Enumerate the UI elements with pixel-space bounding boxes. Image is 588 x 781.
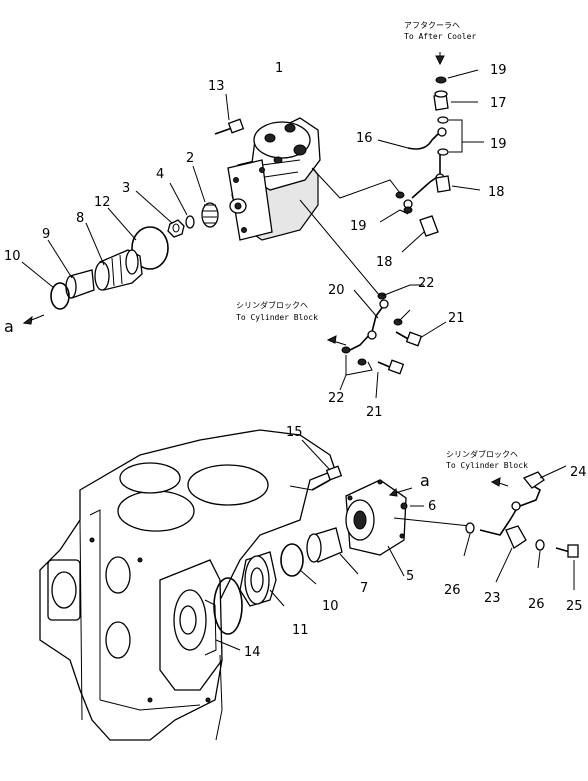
gear-11: [239, 551, 277, 607]
callout-17: 17: [490, 96, 507, 111]
washer-19-top: [435, 76, 447, 84]
callout-22-lower: 22: [328, 391, 345, 406]
callout-19-left: 19: [350, 219, 367, 234]
callout-4: 4: [156, 167, 164, 182]
air-compressor-assembly: [227, 117, 321, 241]
callout-14: 14: [244, 645, 261, 660]
cylinder-block-housing: [39, 429, 336, 741]
bolt-21-lower: [377, 359, 405, 375]
callout-2: 2: [186, 151, 194, 166]
bolt-21-upper: [395, 331, 423, 347]
callout-13: 13: [208, 79, 225, 94]
washer-4: [185, 215, 195, 229]
banjo-bolt-18-upper: [435, 175, 451, 193]
note-after-cooler-en: To After Cooler: [404, 32, 476, 41]
tube-20: [349, 299, 389, 351]
callout-26-right: 26: [528, 597, 545, 612]
fitting-17: [433, 90, 449, 111]
notes: アフタクーラヘ To After Cooler シリンダブロックヘ To Cyl…: [236, 21, 528, 470]
washer-26-left: [465, 522, 475, 534]
callout-8: 8: [76, 211, 84, 226]
ref-a-left: a: [4, 317, 14, 336]
housing-5: [345, 479, 407, 556]
callout-7: 7: [360, 581, 368, 596]
callout-6: 6: [428, 499, 436, 514]
callout-25: 25: [566, 599, 583, 614]
tube-24: [519, 471, 545, 507]
callout-15: 15: [286, 425, 303, 440]
callout-18-upper: 18: [488, 185, 505, 200]
ref-a-right: a: [420, 471, 430, 490]
bolt-13: [214, 118, 245, 135]
bolt-25: [555, 544, 579, 558]
o-ring-12: [131, 226, 169, 270]
tube-23: [479, 501, 527, 549]
callout-11: 11: [292, 623, 309, 638]
adapter-8: [94, 249, 143, 291]
note-cylinder-block-en-1: To Cylinder Block: [236, 313, 318, 322]
callout-9: 9: [42, 227, 50, 242]
ball-6: [400, 502, 408, 510]
note-after-cooler-jp: アフタクーラヘ: [404, 21, 460, 30]
callout-18-lower: 18: [376, 255, 393, 270]
callout-23: 23: [484, 591, 501, 606]
callout-5: 5: [406, 569, 414, 584]
snap-ring-10-lower: [280, 543, 304, 577]
callout-10-lower: 10: [322, 599, 339, 614]
callout-3: 3: [122, 181, 130, 196]
note-cylinder-block-jp-2: シリンダブロックヘ: [446, 449, 518, 459]
callout-16: 16: [356, 131, 373, 146]
callout-19-top: 19: [490, 63, 507, 78]
callout-10-upper: 10: [4, 249, 21, 264]
banjo-bolt-18-lower: [419, 215, 439, 237]
snap-ring-10-upper: [50, 282, 70, 310]
callouts: 1 2 3 4 5 6 7 8 9 10 10 11 12 13 14 15 1…: [4, 61, 587, 660]
note-cylinder-block-jp-1: シリンダブロックヘ: [236, 300, 308, 310]
callout-21-upper: 21: [448, 311, 465, 326]
washer-26-right: [535, 539, 545, 551]
callout-26-left: 26: [444, 583, 461, 598]
tube-16: [403, 127, 447, 209]
callout-24: 24: [570, 465, 587, 480]
callout-20: 20: [328, 283, 345, 298]
callout-19-right: 19: [490, 137, 507, 152]
gear-2: [201, 202, 219, 228]
note-cylinder-block-en-2: To Cylinder Block: [446, 461, 528, 470]
o-ring-14: [213, 577, 243, 635]
callout-22-upper: 22: [418, 276, 435, 291]
callout-12: 12: [94, 195, 111, 210]
callout-21-lower: 21: [366, 405, 383, 420]
sleeve-7: [306, 527, 343, 563]
callout-1: 1: [275, 61, 283, 76]
nut-3: [167, 219, 185, 238]
sleeve-9: [65, 269, 95, 299]
